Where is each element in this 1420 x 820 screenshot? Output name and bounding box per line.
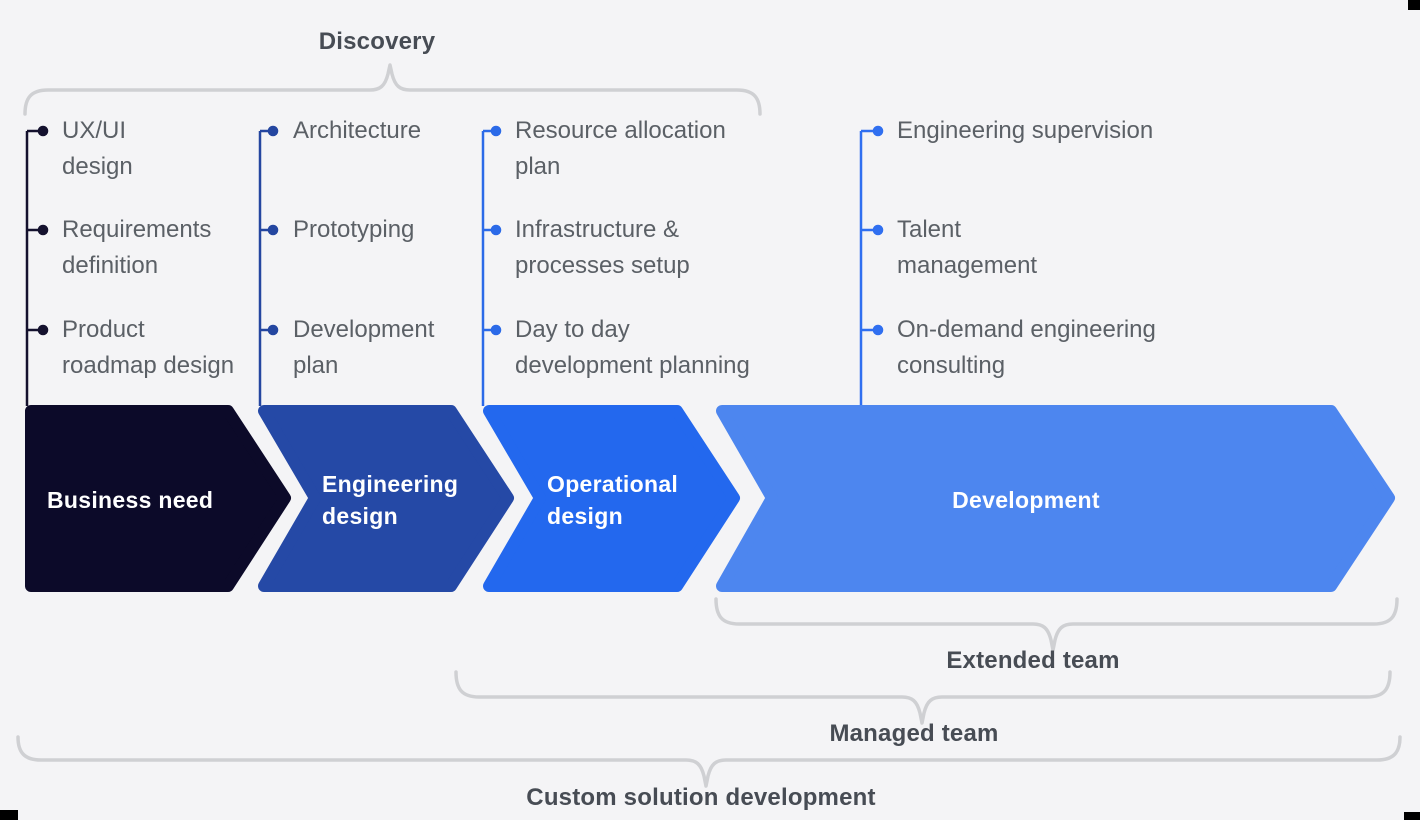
discovery-brace (23, 63, 762, 116)
discovery-label: Discovery (318, 28, 436, 55)
connector-operational-design (481, 125, 502, 406)
bullet-dot (490, 324, 502, 336)
chevron-label-business-need: Business need (47, 487, 214, 513)
corner-artifact-top-right (1408, 0, 1420, 10)
custom-solution-development-label: Custom solution development (526, 784, 876, 811)
list-item-uxui-design: UX/UI design (62, 117, 133, 180)
list-item-on-demand-engineering-consulting: On-demand engineering consulting (897, 316, 1156, 379)
custom-solution-brace (16, 735, 1402, 788)
chevron-label-operational-design: Operational design (547, 471, 679, 529)
bullet-dot (490, 224, 502, 236)
chevron-operational-design (483, 405, 740, 592)
list-item-architecture: Architecture (293, 117, 422, 144)
extended-team-label: Extended team (946, 647, 1120, 674)
bullet-dot (872, 125, 884, 137)
bullet-dot (872, 324, 884, 336)
list-item-product-roadmap-design: Product roadmap design (62, 316, 235, 379)
bullet-dot (37, 125, 49, 137)
connector-development (859, 125, 884, 406)
chevron-development (716, 405, 1395, 592)
bullet-dot (37, 224, 49, 236)
bullet-dot (267, 224, 279, 236)
list-item-engineering-supervision: Engineering supervision (897, 117, 1154, 144)
corner-artifact-bottom-right (1404, 812, 1420, 820)
managed-team-brace (454, 670, 1392, 725)
list-item-talent-management: Talent management (897, 216, 1038, 279)
list-item-prototyping: Prototyping (293, 216, 415, 243)
bullet-dot (490, 125, 502, 137)
bullet-dot (267, 324, 279, 336)
list-item-day-to-day-development-planning: Day to day development planning (515, 316, 750, 379)
corner-artifact-bottom-left (0, 810, 18, 820)
managed-team-label: Managed team (829, 720, 999, 747)
connector-business-need (25, 125, 49, 406)
chevron-label-development: Development (952, 487, 1100, 513)
list-item-infrastructure-processes-setup: Infrastructure & processes setup (515, 216, 690, 279)
list-item-resource-allocation-plan: Resource allocation plan (515, 117, 726, 180)
bullet-dot (267, 125, 279, 137)
chevron-business-need (25, 405, 291, 592)
list-item-requirements-definition: Requirements definition (62, 216, 212, 279)
extended-team-brace (714, 597, 1399, 652)
list-item-development-plan: Development plan (293, 316, 435, 379)
bullet-dot (872, 224, 884, 236)
connector-engineering-design (258, 125, 279, 406)
chevron-engineering-design (258, 405, 514, 592)
chevron-label-engineering-design: Engineering design (322, 471, 459, 529)
bullet-dot (37, 324, 49, 336)
